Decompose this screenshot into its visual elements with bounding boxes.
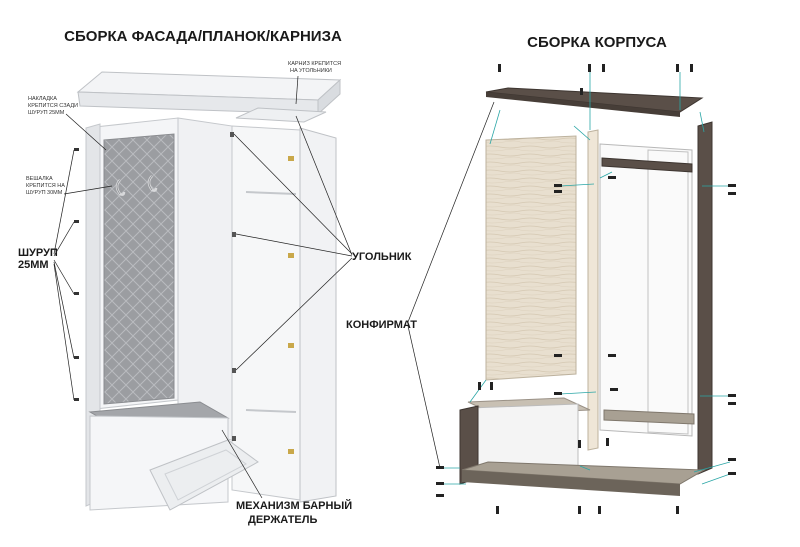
quilted-panel [103,133,175,405]
inner-shelf-top [601,157,693,173]
right-cabinet [231,125,301,501]
open-door [299,127,337,503]
cornice-label-2: НА УГОЛЬНИКИ [290,68,332,74]
overlay-leader [65,113,107,151]
overlay-label-3: ШУРУП 25ММ [28,110,65,116]
inner-frame [599,143,693,437]
back-panel-light [485,135,577,381]
shelf-line-2 [245,409,297,413]
screw-leaders [53,149,75,401]
partition-left [587,129,599,451]
hanger-label-3: ШУРУП 30ММ [26,190,63,196]
hinge-icon [288,156,294,161]
middle-partition [177,117,233,441]
confirmat-leaders [407,101,495,469]
facade-wardrobe [74,71,342,511]
inner-shelf-low [603,409,695,425]
hanger-label-2: КРЕПИТСЯ НА [26,183,65,189]
body-exploded-view [459,87,713,496]
cornice-small [235,107,327,123]
bench-front [469,403,579,471]
screw-label-2: 25ММ [18,259,49,271]
cornice-leader [295,75,299,105]
hanger-label-1: ВЕШАЛКА [26,176,53,182]
mechanism-label-2: ДЕРЖАТЕЛЬ [248,514,317,526]
bottom-plinth-edge [462,470,680,496]
screw-label-1: ШУРУП [18,247,58,259]
inner-frame-right [647,149,689,435]
confirmat-label: КОНФИРМАТ [346,319,417,331]
overlay-label-2: КРЕПИТСЯ СЗАДИ [28,103,78,109]
mechanism-leader [221,429,263,499]
hook-icon [115,179,126,196]
flip-door [149,439,259,511]
corner-leaders [233,115,353,371]
hinge-icon [288,449,294,454]
flip-door-frame [164,449,247,501]
right-side-panel [697,121,713,475]
mechanism-label-1: МЕХАНИЗМ БАРНЫЙ [236,499,352,512]
screw-markers [74,148,79,401]
title-right: СБОРКА КОРПУСА [527,34,667,51]
overlay-label-1: НАКЛАДКА [28,96,57,102]
cornice-side [317,78,341,116]
shelf-line-1 [245,191,297,195]
corner-bracket-markers [230,132,236,441]
corner-label: УГОЛЬНИК [352,251,412,263]
cornice-label-1: КАРНИЗ КРЕПИТСЯ [288,61,341,67]
hinge-icon [288,343,294,348]
hinge-icon [288,253,294,258]
title-left: СБОРКА ФАСАДА/ПЛАНОК/КАРНИЗА [64,28,342,45]
top-panel-edge [486,92,680,117]
hanger-leader [63,185,113,195]
assembly-guides [440,72,731,485]
hook-icon [147,175,158,192]
